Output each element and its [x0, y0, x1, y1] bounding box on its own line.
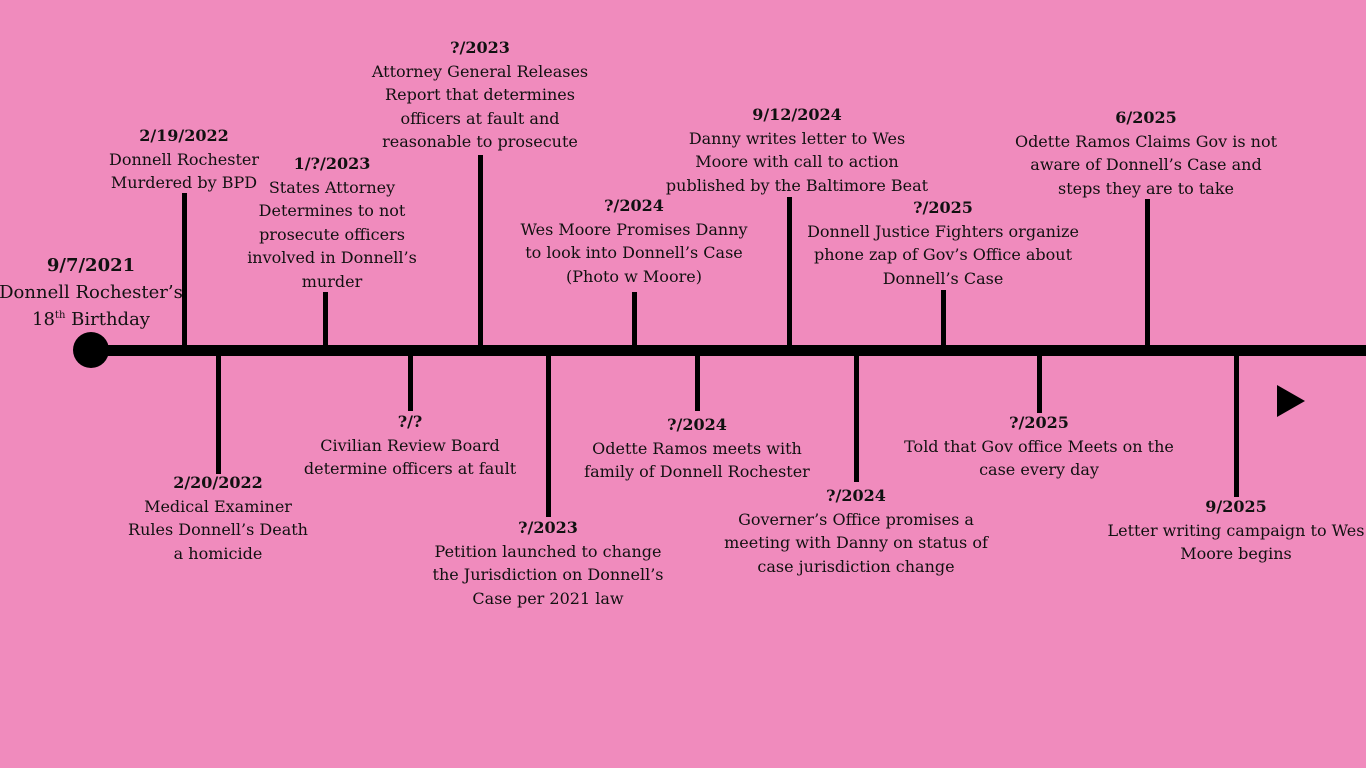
event-stem [1037, 353, 1042, 413]
start-line-2-text: Birthday [71, 309, 150, 330]
event-10: ?/2025 Donnell Justice Fighters organize… [807, 196, 1079, 290]
event-date: ?/2024 [604, 196, 664, 215]
event-date: ?/2023 [518, 518, 578, 537]
event-stem [632, 292, 637, 348]
event-text: to look into Donnell’s Case [525, 243, 743, 262]
event-text: Determines to not [258, 201, 406, 220]
event-text: Moore begins [1180, 544, 1292, 563]
event-stem [323, 292, 328, 348]
event-7: ?/2024 Odette Ramos meets with family of… [584, 413, 810, 484]
event-13: 9/2025 Letter writing campaign to Wes Mo… [1108, 495, 1365, 566]
event-text: Wes Moore Promises Danny [520, 219, 748, 239]
event-date: ?/? [397, 412, 423, 431]
start-ordinal-suffix: th [54, 310, 66, 321]
event-text: Governer’s Office promises a [738, 509, 974, 529]
event-9: ?/2024 Governer’s Office promises a meet… [724, 484, 988, 578]
event-text: reasonable to prosecute [382, 132, 578, 151]
event-text: case every day [979, 460, 1099, 479]
event-text: case jurisdiction change [757, 556, 955, 576]
event-text: Report that determines [385, 85, 575, 104]
event-text: Attorney General Releases [371, 61, 589, 81]
event-text: family of Donnell Rochester [584, 462, 810, 481]
event-5: ?/2023 Petition launched to change the J… [433, 516, 664, 610]
event-date: ?/2024 [667, 415, 727, 434]
event-text: Case per 2021 law [472, 588, 624, 608]
event-date: 9/12/2024 [752, 105, 842, 124]
event-text: steps they are to take [1057, 178, 1234, 198]
event-text: published by the Baltimore Beat [665, 175, 929, 195]
timeline-axis [90, 345, 1366, 356]
event-3: ?/? Civilian Review Board determine offi… [304, 410, 516, 481]
event-stem [182, 193, 187, 348]
event-text: a homicide [173, 543, 263, 563]
event-text: Donnell Rochester [108, 149, 260, 169]
event-date: ?/2025 [913, 198, 973, 217]
event-stem [787, 197, 792, 348]
event-stem [408, 353, 413, 411]
event-text: Letter writing campaign to Wes [1107, 520, 1365, 540]
event-text: Murdered by BPD [110, 173, 258, 192]
event-stem [1145, 199, 1150, 348]
event-text: aware of Donnell’s Case and [1030, 155, 1262, 174]
event-text: Moore with call to action [695, 152, 899, 171]
event-text: Odette Ramos meets with [592, 438, 802, 458]
event-date: ?/2023 [450, 38, 510, 57]
event-11: ?/2025 Told that Gov office Meets on the… [904, 411, 1174, 482]
start-ordinal: 18 [32, 309, 55, 330]
event-date: ?/2025 [1009, 413, 1069, 432]
start-line-2: 18th Birthday [0, 306, 183, 333]
start-date: 9/7/2021 [46, 255, 136, 276]
event-text: Medical Examiner [144, 496, 292, 516]
event-date: 9/2025 [1205, 497, 1267, 516]
event-text: Petition launched to change [434, 541, 662, 561]
event-stem [941, 290, 946, 348]
event-stem [216, 353, 221, 474]
event-text: Odette Ramos Claims Gov is not [1014, 131, 1278, 151]
event-text: Told that Gov office Meets on the [904, 436, 1174, 456]
event-1: 2/20/2022 Medical Examiner Rules Donnell… [128, 471, 308, 565]
event-stem [478, 155, 483, 348]
event-text: determine officers at fault [303, 459, 517, 478]
event-2: 1/?/2023 States Attorney Determines to n… [247, 152, 417, 293]
event-date: 6/2025 [1115, 108, 1177, 127]
event-date: 2/20/2022 [173, 473, 263, 492]
event-text: Rules Donnell’s Death [128, 520, 308, 539]
event-text: prosecute officers [259, 224, 405, 244]
start-label: 9/7/2021 Donnell Rochester’s 18th Birthd… [0, 252, 183, 333]
event-date: ?/2024 [826, 486, 886, 505]
event-text: involved in Donnell’s [247, 248, 417, 267]
event-text: meeting with Danny on status of [724, 533, 988, 552]
event-text: Civilian Review Board [320, 435, 500, 455]
event-text: officers at fault and [400, 108, 560, 128]
event-8: 9/12/2024 Danny writes letter to Wes Moo… [666, 103, 928, 197]
event-text: Donnell Justice Fighters organize [807, 221, 1079, 241]
event-text: Donnell’s Case [882, 268, 1004, 288]
event-text: the Jurisdiction on Donnell’s [432, 565, 664, 584]
event-text: States Attorney [268, 177, 396, 197]
start-dot [73, 332, 109, 368]
event-0: 2/19/2022 Donnell Rochester Murdered by … [109, 124, 259, 195]
event-date: 1/?/2023 [293, 154, 371, 173]
event-stem [546, 353, 551, 517]
event-date: 2/19/2022 [139, 126, 229, 145]
event-6: ?/2024 Wes Moore Promises Danny to look … [520, 194, 747, 288]
event-stem [695, 353, 700, 411]
event-text: (Photo w Moore) [566, 266, 702, 286]
arrow-right-icon [1277, 385, 1305, 417]
event-text: murder [301, 271, 363, 291]
event-text: Danny writes letter to Wes [688, 128, 906, 148]
event-12: 6/2025 Odette Ramos Claims Gov is not aw… [1015, 106, 1277, 200]
start-line-1: Donnell Rochester’s [0, 282, 183, 303]
event-stem [1234, 353, 1239, 497]
event-4: ?/2023 Attorney General Releases Report … [372, 36, 588, 154]
event-text: phone zap of Gov’s Office about [813, 245, 1073, 264]
event-stem [854, 353, 859, 482]
